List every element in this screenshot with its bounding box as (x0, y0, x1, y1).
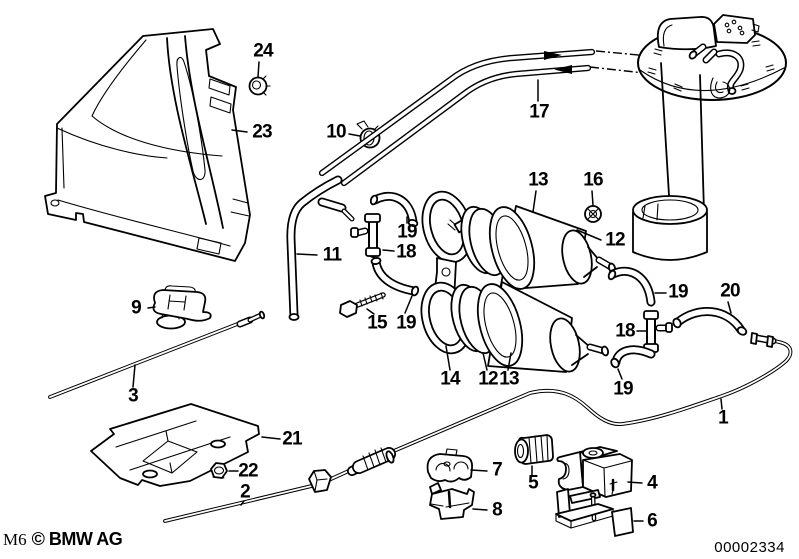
part-clip-9 (152, 285, 212, 330)
part-callout-13[interactable]: 13 (499, 368, 519, 390)
part-callout-24[interactable]: 24 (253, 40, 273, 62)
copyright-text: © BMW AG (31, 529, 123, 549)
part-callout-17[interactable]: 17 (529, 101, 549, 123)
union-nut (308, 469, 332, 493)
document-number: 00002334 (714, 539, 785, 556)
part-sleeve-5 (514, 434, 554, 465)
part-callout-19[interactable]: 19 (668, 281, 688, 303)
part-clamp-7 (426, 448, 473, 483)
part-nut-22 (210, 462, 228, 479)
pump-tube (660, 62, 705, 213)
electrical-connector (713, 14, 756, 44)
plate-code: M6 (3, 530, 27, 549)
part-callout-16[interactable]: 16 (583, 169, 603, 191)
part-barb-fitting (750, 332, 777, 348)
part-clamp-8 (429, 482, 475, 520)
part-callout-12[interactable]: 12 (478, 368, 498, 390)
part-callout-6[interactable]: 6 (647, 510, 658, 532)
part-callout-12[interactable]: 12 (605, 229, 625, 251)
part-holder-4 (556, 446, 633, 498)
part-callout-20[interactable]: 20 (720, 280, 740, 302)
part-callout-7[interactable]: 7 (492, 459, 503, 481)
part-callout-18[interactable]: 18 (396, 241, 416, 263)
part-callout-4[interactable]: 4 (647, 472, 658, 494)
part-callout-22[interactable]: 22 (238, 460, 258, 482)
part-cover-23 (44, 28, 251, 262)
pump-dome (656, 16, 717, 51)
part-callout-19[interactable]: 19 (397, 221, 417, 243)
part-hose-20 (672, 307, 748, 336)
part-callout-3[interactable]: 3 (128, 385, 139, 407)
part-callout-14[interactable]: 14 (440, 368, 460, 390)
part-callout-9[interactable]: 9 (131, 297, 142, 319)
plate-meta: M6 © BMW AG (3, 529, 123, 550)
pump-hook (710, 77, 731, 99)
part-callout-15[interactable]: 15 (367, 312, 387, 334)
part-callout-1[interactable]: 1 (718, 407, 729, 429)
part-filter-assembly (420, 190, 617, 373)
threaded-fitting (347, 447, 396, 476)
part-callout-8[interactable]: 8 (492, 499, 503, 521)
part-callout-19[interactable]: 19 (396, 312, 416, 334)
part-elbow-hose-19b (370, 257, 420, 297)
part-nut-16 (584, 205, 602, 223)
flow-arrow-left (554, 65, 572, 74)
part-callout-11[interactable]: 11 (322, 244, 342, 266)
part-fuel-pump-unit (632, 14, 787, 261)
part-bolt-15 (339, 292, 386, 318)
part-callout-23[interactable]: 23 (252, 121, 272, 143)
part-callout-21[interactable]: 21 (282, 428, 302, 450)
part-fuel-pipe-3 (48, 310, 266, 399)
part-callout-19[interactable]: 19 (613, 378, 633, 400)
part-bracket-6 (555, 488, 634, 537)
part-plate-21 (90, 403, 260, 487)
part-nut-24 (248, 75, 271, 96)
part-elbow-hose-19a (369, 191, 419, 228)
part-hose-stub (317, 197, 355, 222)
part-callout-10[interactable]: 10 (326, 121, 346, 143)
flow-arrow-right (544, 51, 562, 60)
part-callout-13[interactable]: 13 (528, 169, 548, 191)
leader-lines (132, 61, 732, 522)
part-t-fitting-18a (350, 213, 381, 258)
part-callout-5[interactable]: 5 (528, 472, 539, 494)
part-t-fitting-18b (643, 310, 673, 353)
part-fuel-pipe-1-2 (163, 339, 793, 523)
part-callout-2[interactable]: 2 (240, 481, 251, 503)
part-elbow-hose-19c (607, 266, 656, 307)
part-callout-18[interactable]: 18 (615, 320, 635, 342)
part-hose-11 (286, 175, 343, 321)
part-elbow-hose-19d (610, 345, 656, 369)
part-pipes-17 (318, 48, 654, 187)
